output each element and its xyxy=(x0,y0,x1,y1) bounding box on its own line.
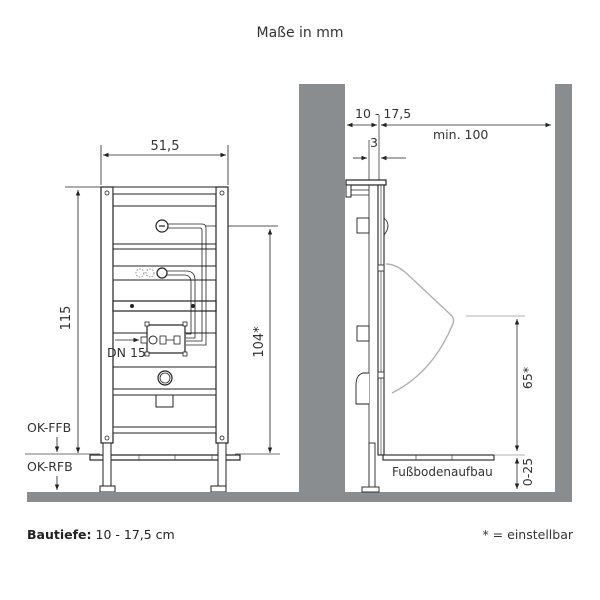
front-view: 51,5 115 104* xyxy=(25,139,280,493)
urinal-outline xyxy=(385,263,455,394)
floor-build-up-label: Fußbodenaufbau xyxy=(392,465,493,479)
connection-label: DN 15 xyxy=(107,345,146,360)
frame-left-post xyxy=(100,186,114,444)
offset-dimension-label: 3 xyxy=(370,135,378,150)
page-title: Maße in mm xyxy=(256,25,343,41)
depth-dimension-label: 10 - 17,5 xyxy=(355,106,411,121)
construction-depth-value: 10 - 17,5 cm xyxy=(95,527,175,542)
side-view: 10 - 17,5 min. 100 3 Fußbodenaufbau 65* xyxy=(27,84,572,502)
width-dimension-label: 51,5 xyxy=(151,139,180,154)
floor-slab xyxy=(27,492,572,502)
adjustable-note: * = einstellbar xyxy=(482,527,573,542)
frame-right-post xyxy=(215,186,229,444)
raw-floor-label: OK-RFB xyxy=(27,459,73,474)
rear-wall xyxy=(299,84,345,492)
floor-build-up xyxy=(382,454,495,461)
finished-floor-label: OK-FFB xyxy=(27,420,71,435)
urinal-height-dimension-label: 65* xyxy=(520,367,535,389)
opposite-wall xyxy=(555,84,572,501)
clearance-dimension-label: min. 100 xyxy=(433,127,488,142)
construction-depth: Bautiefe: 10 - 17,5 cm xyxy=(27,527,175,542)
construction-depth-label: Bautiefe: xyxy=(27,527,92,542)
floor-build-up-dimension-label: 0-25 xyxy=(520,458,535,486)
outlet-height-dimension-label: 104* xyxy=(252,326,267,358)
height-dimension-label: 115 xyxy=(59,306,74,331)
floor-plate xyxy=(89,454,241,461)
